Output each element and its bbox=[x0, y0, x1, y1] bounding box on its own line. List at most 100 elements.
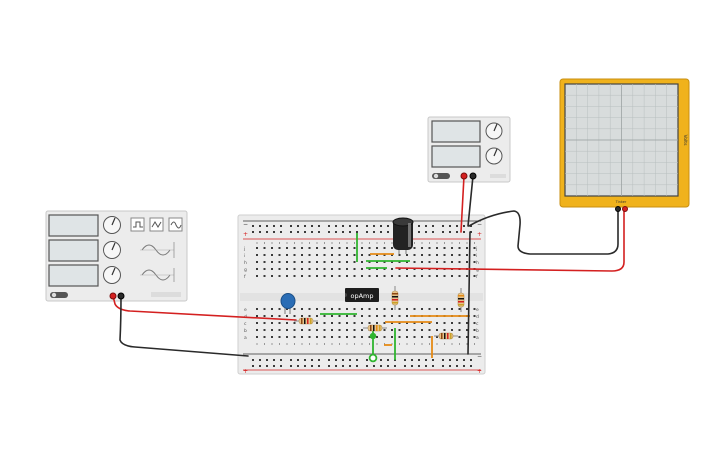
rail-hole[interactable] bbox=[366, 365, 368, 367]
board-hole[interactable] bbox=[338, 254, 341, 256]
board-hole[interactable] bbox=[398, 268, 401, 270]
board-hole[interactable] bbox=[413, 275, 416, 277]
board-hole[interactable] bbox=[458, 322, 461, 324]
board-hole[interactable] bbox=[263, 268, 266, 270]
board-hole[interactable] bbox=[293, 308, 296, 310]
board-hole[interactable] bbox=[391, 329, 393, 331]
board-hole[interactable] bbox=[458, 336, 461, 338]
board-hole[interactable] bbox=[466, 329, 468, 331]
board-hole[interactable] bbox=[338, 268, 341, 270]
board-hole[interactable] bbox=[406, 322, 408, 324]
board-hole[interactable] bbox=[368, 275, 371, 277]
board-hole[interactable] bbox=[443, 275, 446, 277]
rail-hole[interactable] bbox=[404, 359, 406, 361]
rail-hole[interactable] bbox=[280, 359, 282, 361]
board-hole[interactable] bbox=[428, 308, 431, 310]
board-hole[interactable] bbox=[376, 322, 378, 324]
rail-hole[interactable] bbox=[380, 225, 382, 227]
rail-hole[interactable] bbox=[342, 365, 344, 367]
board-hole[interactable] bbox=[316, 275, 318, 277]
board-hole[interactable] bbox=[353, 329, 356, 331]
rail-hole[interactable] bbox=[342, 225, 344, 227]
board-hole[interactable] bbox=[331, 254, 333, 256]
rail-hole[interactable] bbox=[318, 365, 320, 367]
board-hole[interactable] bbox=[466, 336, 468, 338]
board-hole[interactable] bbox=[346, 308, 348, 310]
board-hole[interactable] bbox=[331, 308, 333, 310]
board-hole[interactable] bbox=[473, 308, 476, 310]
board-hole[interactable] bbox=[383, 322, 386, 324]
scope-negative-terminal[interactable] bbox=[615, 206, 621, 212]
board-hole[interactable] bbox=[293, 268, 296, 270]
board-hole[interactable] bbox=[368, 336, 371, 338]
board-hole[interactable] bbox=[316, 247, 318, 249]
rail-hole[interactable] bbox=[304, 359, 306, 361]
board-hole[interactable] bbox=[398, 275, 401, 277]
board-hole[interactable] bbox=[278, 336, 281, 338]
rail-hole[interactable] bbox=[456, 231, 458, 233]
rail-hole[interactable] bbox=[266, 225, 268, 227]
board-hole[interactable] bbox=[323, 254, 326, 256]
rail-hole[interactable] bbox=[418, 225, 420, 227]
rail-hole[interactable] bbox=[304, 231, 306, 233]
board-hole[interactable] bbox=[308, 247, 311, 249]
board-hole[interactable] bbox=[428, 329, 431, 331]
rail-hole[interactable] bbox=[280, 231, 282, 233]
board-hole[interactable] bbox=[466, 247, 468, 249]
board-hole[interactable] bbox=[391, 336, 393, 338]
board-hole[interactable] bbox=[466, 254, 468, 256]
board-hole[interactable] bbox=[256, 247, 258, 249]
board-hole[interactable] bbox=[473, 254, 476, 256]
scope-ground-wire[interactable] bbox=[468, 209, 619, 255]
board-hole[interactable] bbox=[278, 329, 281, 331]
board-hole[interactable] bbox=[316, 261, 318, 263]
board-hole[interactable] bbox=[413, 322, 416, 324]
board-hole[interactable] bbox=[308, 308, 311, 310]
board-hole[interactable] bbox=[368, 254, 371, 256]
board-jumpers[interactable] bbox=[320, 233, 470, 360]
board-hole[interactable] bbox=[353, 336, 356, 338]
rail-hole[interactable] bbox=[259, 365, 261, 367]
rail-hole[interactable] bbox=[349, 225, 351, 227]
board-hole[interactable] bbox=[293, 315, 296, 317]
generator-negative-terminal[interactable] bbox=[117, 292, 125, 300]
rail-hole[interactable] bbox=[456, 359, 458, 361]
board-hole[interactable] bbox=[278, 254, 281, 256]
supply-positive-terminal[interactable] bbox=[460, 172, 468, 180]
board-hole[interactable] bbox=[383, 308, 386, 310]
rail-hole[interactable] bbox=[318, 359, 320, 361]
rail-hole[interactable] bbox=[335, 225, 337, 227]
board-hole[interactable] bbox=[398, 254, 401, 256]
board-hole[interactable] bbox=[436, 322, 438, 324]
generator-positive-terminal[interactable] bbox=[109, 292, 117, 300]
rail-hole[interactable] bbox=[328, 359, 330, 361]
board-hole[interactable] bbox=[428, 254, 431, 256]
board-hole[interactable] bbox=[406, 275, 408, 277]
board-hole[interactable] bbox=[346, 261, 348, 263]
rail-hole[interactable] bbox=[432, 365, 434, 367]
rail-hole[interactable] bbox=[328, 231, 330, 233]
board-hole[interactable] bbox=[263, 254, 266, 256]
rail-hole[interactable] bbox=[252, 359, 254, 361]
board-hole[interactable] bbox=[271, 261, 273, 263]
board-hole[interactable] bbox=[398, 322, 401, 324]
board-hole[interactable] bbox=[473, 275, 476, 277]
board-hole[interactable] bbox=[353, 261, 356, 263]
board-hole[interactable] bbox=[421, 275, 423, 277]
board-hole[interactable] bbox=[391, 247, 393, 249]
rail-hole[interactable] bbox=[470, 359, 472, 361]
rail-hole[interactable] bbox=[273, 359, 275, 361]
rail-hole[interactable] bbox=[273, 225, 275, 227]
board-hole[interactable] bbox=[301, 247, 303, 249]
rail-hole[interactable] bbox=[335, 365, 337, 367]
board-hole[interactable] bbox=[428, 336, 431, 338]
rail-hole[interactable] bbox=[373, 365, 375, 367]
board-hole[interactable] bbox=[413, 254, 416, 256]
opamp-chip[interactable]: opAmp bbox=[345, 288, 379, 302]
board-hole[interactable] bbox=[331, 315, 333, 317]
rail-hole[interactable] bbox=[290, 365, 292, 367]
generator-ground-wire[interactable] bbox=[119, 295, 249, 357]
board-hole[interactable] bbox=[286, 268, 288, 270]
board-hole[interactable] bbox=[286, 247, 288, 249]
board-hole[interactable] bbox=[406, 261, 408, 263]
